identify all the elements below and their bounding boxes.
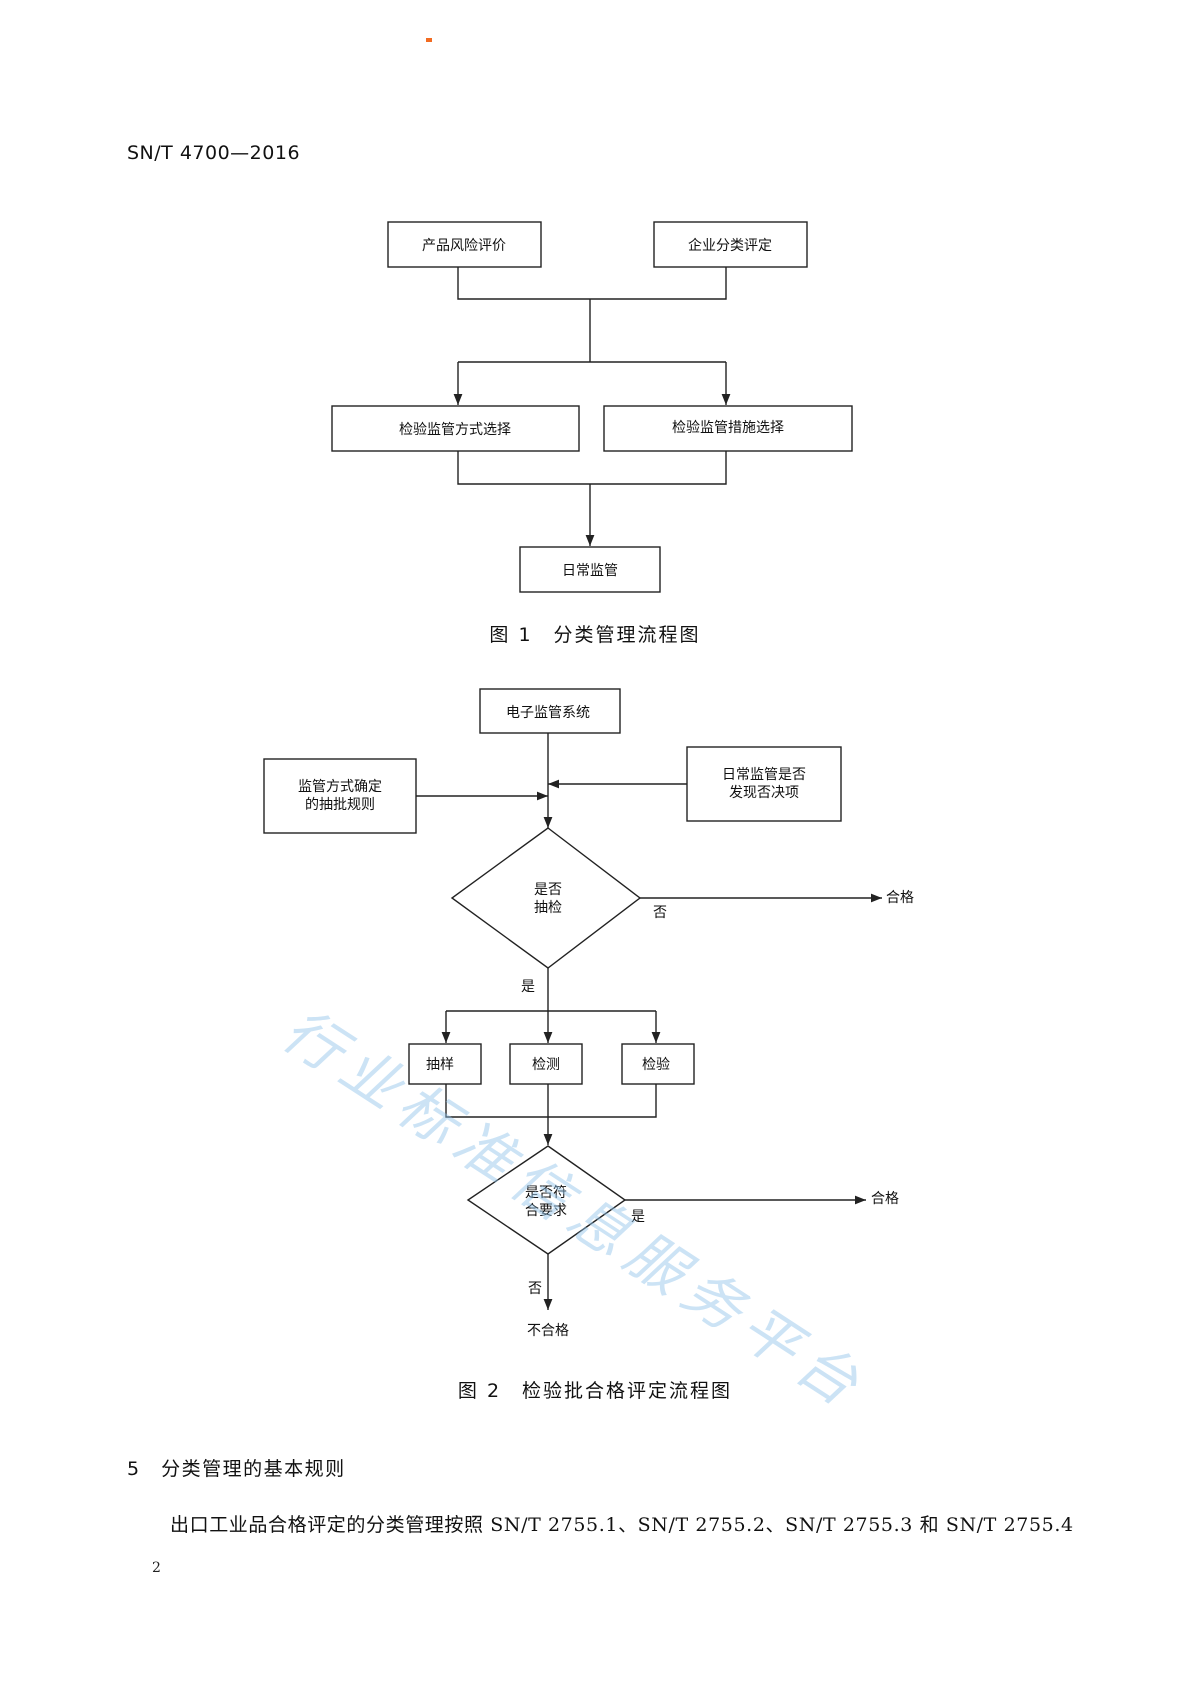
diamond-sampling-check [450, 827, 642, 969]
orange-mark [426, 38, 432, 42]
text-method-select: 检验监管方式选择 [399, 422, 511, 438]
text-diamond1-line1: 是否 [534, 882, 562, 898]
text-sampling: 抽样 [426, 1057, 454, 1073]
page-number: 2 [152, 1560, 161, 1576]
text-measure-select: 检验监管措施选择 [672, 420, 784, 436]
connector-merge-bar [445, 1084, 657, 1118]
label-yes-1: 是 [521, 979, 535, 995]
box-daily [519, 546, 661, 593]
connector-top-merge [457, 267, 727, 300]
box-rule [263, 758, 417, 834]
label-pass-2: 合格 [871, 1191, 899, 1207]
connector-mid-merge [457, 451, 727, 485]
box-product-risk [387, 221, 542, 268]
text-testing: 检测 [532, 1057, 560, 1073]
text-enterprise-class: 企业分类评定 [688, 237, 772, 254]
figure-2-flowchart: 电子监管系统 监管方式确定 的抽批规则 日常监管是否 发现否决项 是否 抽检 否… [263, 688, 914, 1339]
box-esystem [479, 688, 621, 734]
text-esystem: 电子监管系统 [506, 705, 590, 721]
figure-1-flowchart: 产品风险评价 企业分类评定 检验监管方式选择 检验监管措施选择 日常监管 [331, 221, 853, 593]
section-heading: 5 分类管理的基本规则 [127, 1458, 346, 1480]
text-diamond1-line2: 抽检 [534, 900, 562, 916]
text-daily-line1: 日常监管是否 [722, 767, 806, 783]
box-sampling [408, 1043, 482, 1085]
figure-1-caption: 图 1 分类管理流程图 [489, 624, 701, 646]
box-daily-veto [686, 746, 842, 822]
text-diamond2-line2: 合要求 [525, 1203, 567, 1219]
text-diamond2-line1: 是否符 [525, 1185, 567, 1201]
text-rule-line2: 的抽批规则 [305, 797, 375, 813]
text-rule-line1: 监管方式确定 [298, 779, 382, 795]
standard-code: SN/T 4700—2016 [127, 142, 301, 164]
figure-2-caption: 图 2 检验批合格评定流程图 [457, 1380, 733, 1402]
text-inspection: 检验 [642, 1057, 670, 1073]
box-enterprise-class [653, 221, 808, 268]
text-daily-line2: 发现否决项 [729, 785, 799, 801]
label-no-2: 否 [528, 1281, 542, 1297]
box-measure-select [603, 405, 853, 452]
label-no-1: 否 [653, 905, 667, 921]
box-inspection [621, 1043, 695, 1085]
label-pass-1: 合格 [886, 890, 914, 906]
text-product-risk: 产品风险评价 [422, 238, 506, 254]
text-daily: 日常监管 [562, 563, 618, 579]
box-method-select [331, 405, 580, 452]
label-fail: 不合格 [527, 1323, 569, 1339]
body-paragraph: 出口工业品合格评定的分类管理按照 SN/T 2755.1、SN/T 2755.2… [170, 1514, 1074, 1536]
box-testing [509, 1043, 583, 1085]
label-yes-2: 是 [631, 1209, 645, 1225]
